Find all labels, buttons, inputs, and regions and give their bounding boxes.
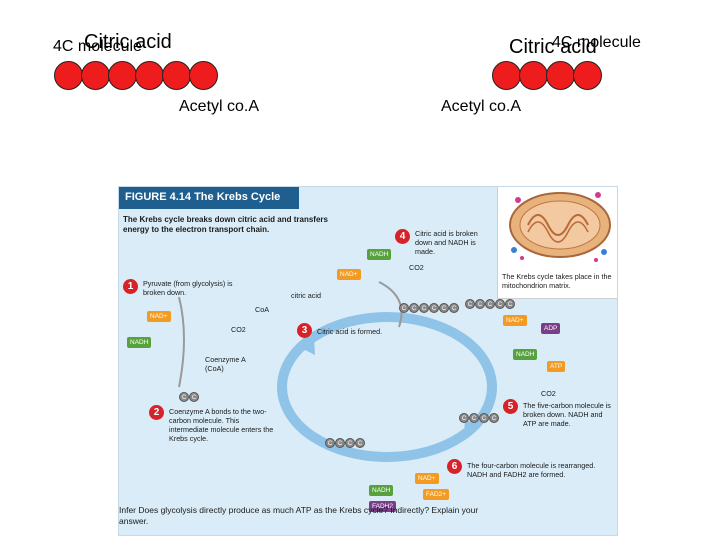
krebs-cycle-figure: FIGURE 4.14 The Krebs Cycle The Krebs cy… <box>118 186 618 536</box>
carbon-bead <box>108 61 137 90</box>
step-2-marker: 2 <box>149 405 164 420</box>
coenzyme-a-label: Coenzyme A (CoA) <box>205 355 246 373</box>
mitochondrion-caption: The Krebs cycle takes place in the mitoc… <box>502 272 612 290</box>
step-5-marker: 5 <box>503 399 518 414</box>
mitochondrion-image: The Krebs cycle takes place in the mitoc… <box>497 187 617 299</box>
right-citric-acid-label: Citric acid <box>509 36 597 58</box>
step-5-text: The five-carbon molecule is broken down.… <box>523 401 611 428</box>
right-4c-molecule-label: 4C molecule <box>552 34 641 51</box>
citric-arrow <box>378 281 403 328</box>
adp-tag: ADP <box>541 323 561 334</box>
carbon-bead <box>546 61 575 90</box>
carbon-bead <box>81 61 110 90</box>
left-acetyl-coa-label: Acetyl co.A <box>179 98 260 115</box>
right-molecule-beads <box>492 61 602 90</box>
carbon-bead <box>519 61 548 90</box>
nadh-tag-right: NADH <box>513 349 538 360</box>
cycle-diagram <box>178 281 497 462</box>
step-3-marker: 3 <box>297 323 312 338</box>
left-citric-acid-label: Citric acid <box>84 31 172 53</box>
figure-title: FIGURE 4.14 The Krebs Cycle <box>125 191 281 203</box>
fadh2-tag: FADH2 <box>369 501 396 512</box>
carbon-bead <box>492 61 521 90</box>
co2-label-right: CO2 <box>541 389 556 398</box>
pyruvate-arrow <box>178 296 185 388</box>
cycle-arrowhead <box>299 337 315 355</box>
cycle-arrowhead-2 <box>464 419 479 435</box>
nadh-tag-top: NADH <box>367 249 392 260</box>
step-4-marker: 4 <box>395 229 410 244</box>
nadh-tag-left: NADH <box>127 337 152 348</box>
co2-label-top: CO2 <box>409 263 424 272</box>
left-4c-molecule-label: 4C molecule <box>53 38 142 55</box>
cycle-ring <box>277 312 497 462</box>
carbon-bead <box>189 61 218 90</box>
nadh-tag-bottom: NADH <box>369 485 394 496</box>
citric-acid-label: citric acid <box>291 291 321 300</box>
nad-tag-bottom: NAD+ <box>415 473 439 484</box>
step-2-text: Coenzyme A bonds to the two-carbon molec… <box>169 407 274 443</box>
right-acetyl-coa-label: Acetyl co.A <box>441 98 522 115</box>
step-6-text: The four-carbon molecule is rearranged. … <box>467 461 596 479</box>
nad-tag-left: NAD+ <box>147 311 171 322</box>
step-3-text: Citric acid is formed. <box>317 327 383 336</box>
carbon-bead <box>162 61 191 90</box>
left-molecule-beads <box>54 61 218 90</box>
figure-intro: The Krebs cycle breaks down citric acid … <box>123 215 328 234</box>
infer-question: Infer Does glycolysis directly produce a… <box>119 505 479 526</box>
carbon-bead <box>54 61 83 90</box>
mitochondrion-illustration <box>509 192 611 262</box>
co2-label-left: CO2 <box>231 325 246 334</box>
carbon-bead <box>573 61 602 90</box>
step-1-text: Pyruvate (from glycolysis) is broken dow… <box>143 279 233 297</box>
step-1-marker: 1 <box>123 279 138 294</box>
nad-tag-top: NAD+ <box>337 269 361 280</box>
fad-tag: FAD2+ <box>423 489 450 500</box>
coa-label: CoA <box>255 305 269 314</box>
step-6-marker: 6 <box>447 459 462 474</box>
nad-tag-right: NAD+ <box>503 315 527 326</box>
carbon-bead <box>135 61 164 90</box>
atp-tag: ATP <box>547 361 566 372</box>
figure-header: FIGURE 4.14 The Krebs Cycle <box>119 187 299 209</box>
step-4-text: Citric acid is broken down and NADH is m… <box>415 229 478 256</box>
